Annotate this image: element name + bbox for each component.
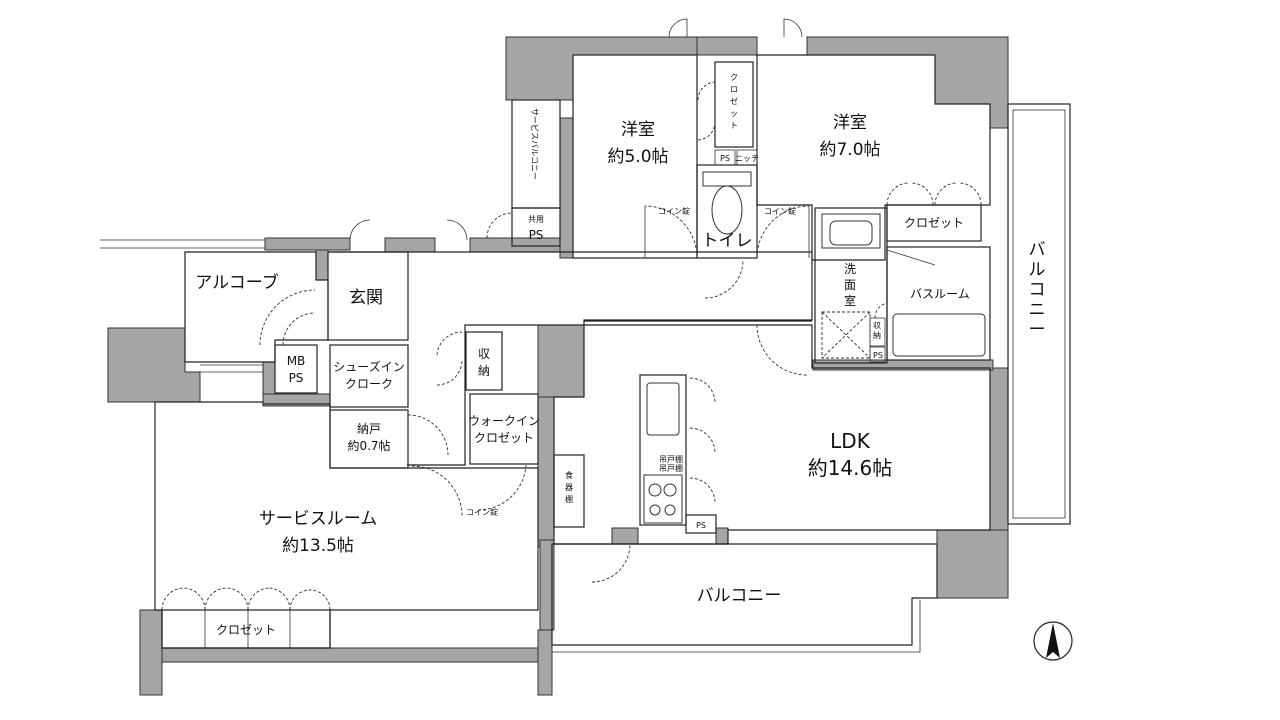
ldk-name: LDK xyxy=(830,429,871,453)
small-storage-label-2: 納 xyxy=(873,330,881,340)
western-room-2-name: 洋室 xyxy=(833,113,867,133)
washroom-label-1: 洗 xyxy=(844,262,856,276)
closet-vertical-2: ロ xyxy=(730,85,738,94)
walk-in-closet-label-1: ウォークイン xyxy=(468,414,540,428)
coin-lock-label-1: コイン錠 xyxy=(658,206,690,216)
balcony-south-label: バルコニー xyxy=(697,586,782,606)
closet-vertical-4: ッ xyxy=(730,109,738,118)
entrance-label: 玄関 xyxy=(349,288,383,308)
ldk-size: 約14.6帖 xyxy=(808,456,893,480)
storage-label-2: 納 xyxy=(478,364,490,378)
western-room-1-name: 洋室 xyxy=(621,120,655,140)
niche-label: ニッチ xyxy=(735,154,759,163)
shoe-closet-label-2: クローク xyxy=(345,377,393,391)
mb-ps-label-2: PS xyxy=(289,371,304,385)
closet-vertical-1: ク xyxy=(730,73,738,82)
balcony-east-label-4: ニ xyxy=(1029,300,1046,320)
closet-label-western-2: クロゼット xyxy=(904,216,964,230)
closet-label-service-room: クロゼット xyxy=(216,623,276,637)
washroom-ps-label: PS xyxy=(873,351,883,360)
labels: 洋室 約5.0帖 洋室 約7.0帖 LDK 約14.6帖 サービスルーム 約13… xyxy=(195,73,1045,637)
cupboard-label-3: 棚 xyxy=(565,494,573,504)
storeroom-name: 納戸 xyxy=(357,422,381,436)
washroom-label-3: 室 xyxy=(844,293,856,308)
cupboard-label-1: 食 xyxy=(565,470,573,480)
shared-ps-label-2: PS xyxy=(529,228,544,242)
bathroom-label: バスルーム xyxy=(910,287,970,301)
western-room-1-size: 約5.0帖 xyxy=(607,147,668,167)
storage-label-1: 収 xyxy=(478,347,490,361)
coin-lock-label-3: コイン錠 xyxy=(466,507,498,517)
mb-ps-label-1: MB xyxy=(287,354,306,368)
kitchen-ps-label: PS xyxy=(696,521,706,530)
upper-cabinet-label-2: 吊戸棚 xyxy=(659,463,683,473)
storeroom-size: 約0.7帖 xyxy=(347,438,390,453)
toilet-ps-label: PS xyxy=(720,154,730,163)
upper-cabinet-label-1: 吊戸棚 xyxy=(659,454,683,464)
walls xyxy=(107,36,1009,696)
small-storage-label-1: 収 xyxy=(873,320,881,330)
toilet-label: トイレ xyxy=(702,231,753,251)
shared-ps-label-1: 共用 xyxy=(528,215,544,224)
balcony-east-label-3: コ xyxy=(1029,280,1046,300)
service-balcony-label: サービスバルコニー xyxy=(530,108,539,180)
balcony-east-label-2: ル xyxy=(1029,260,1046,280)
closet-vertical-3: ゼ xyxy=(730,96,738,106)
cupboard-label-2: 器 xyxy=(565,483,573,492)
closet-vertical-5: ト xyxy=(730,121,738,130)
room-outlines xyxy=(100,54,1071,653)
washroom-label-2: 面 xyxy=(844,278,856,292)
service-room-size: 約13.5帖 xyxy=(282,536,354,556)
balcony-east-label-1: バ xyxy=(1029,240,1046,260)
doors xyxy=(161,18,982,611)
service-room-name: サービスルーム xyxy=(259,509,378,529)
walk-in-closet-label-2: クロゼット xyxy=(474,431,534,445)
western-room-2-size: 約7.0帖 xyxy=(819,140,880,160)
shoe-closet-label-1: シューズイン xyxy=(333,359,404,374)
coin-lock-label-2: コイン錠 xyxy=(764,206,796,216)
north-compass-icon xyxy=(1033,621,1073,661)
balcony-east-label-5: ー xyxy=(1029,320,1046,340)
alcove-label: アルコーブ xyxy=(195,272,278,293)
